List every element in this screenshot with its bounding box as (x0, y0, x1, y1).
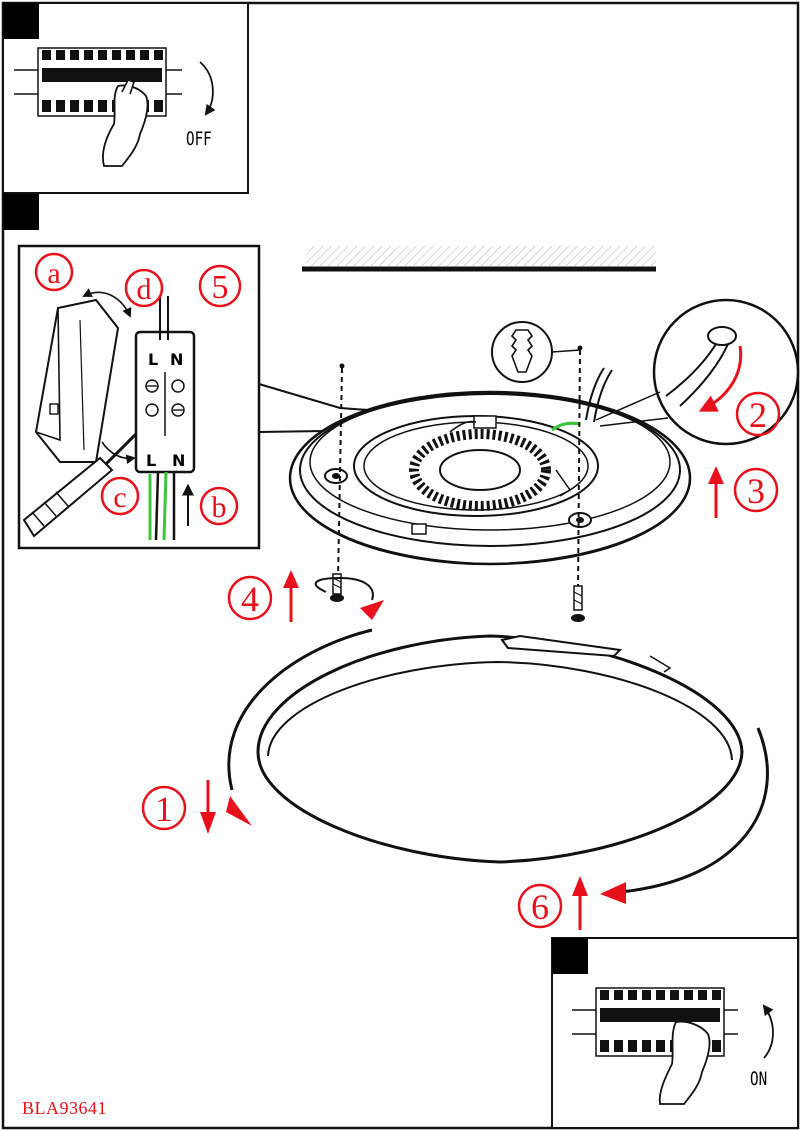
rotate-down-arrow-icon (199, 61, 216, 116)
step-6-arrow (572, 876, 588, 930)
terminal-block: L N L N (134, 296, 196, 541)
terminal-n-bottom: N (172, 451, 185, 470)
off-label: OFF (186, 128, 212, 150)
step-4-arrow (283, 570, 299, 622)
step-marker-square (3, 194, 39, 230)
rotation-arc (227, 628, 373, 791)
step-6-label: 6 (531, 887, 549, 927)
step-2-label: 2 (749, 395, 767, 435)
rotation-arc (619, 727, 769, 894)
wiring-inset-panel: L N L N a d c b (17, 244, 261, 550)
curved-arrow-icon (82, 288, 132, 318)
step-3-label: 3 (747, 471, 765, 511)
wall-plug-detail (491, 321, 581, 383)
callout-c: c (113, 481, 126, 514)
pull-arrow (698, 345, 743, 412)
step-4-label: 4 (241, 579, 259, 619)
step-1-arrow (200, 780, 216, 834)
cable-zoom-detail (595, 298, 800, 446)
led-ring (409, 429, 551, 511)
terminal-l-bottom: L (146, 451, 156, 470)
screw-icon (571, 585, 585, 622)
rotate-up-arrow-icon (762, 1004, 774, 1059)
step-1-label: 1 (155, 789, 173, 829)
earth-wire (551, 421, 581, 432)
terminal-n-top: N (170, 350, 183, 369)
breaker-block (595, 987, 725, 1057)
screw-guide-line (577, 349, 581, 591)
callout-b: b (212, 491, 227, 524)
breaker-off-panel (2, 2, 249, 194)
step-marker-square (552, 938, 588, 974)
rotate-screw-arrow (314, 576, 374, 601)
plate-terminal (473, 415, 497, 429)
breaker-on-panel (551, 937, 799, 1129)
screw-icon (330, 573, 344, 602)
step-marker-square (3, 3, 39, 39)
terminal-l-top: L (148, 350, 158, 369)
callout-a: a (47, 257, 60, 290)
step-3-arrow (708, 466, 724, 518)
diffuser-shade (256, 634, 744, 864)
callout-d: d (137, 273, 152, 306)
ceiling (302, 246, 656, 272)
wall-plug-icon (510, 329, 534, 373)
breaker-block (37, 47, 167, 117)
on-label: ON (750, 1068, 768, 1090)
product-code: BLA93641 (22, 1098, 107, 1118)
base-plate (288, 367, 692, 566)
mains-cable (585, 367, 605, 421)
hand-icon (102, 84, 149, 167)
step-5-label: 5 (212, 269, 229, 306)
curved-arrow-icon (101, 441, 136, 464)
hand-icon (658, 1020, 711, 1105)
